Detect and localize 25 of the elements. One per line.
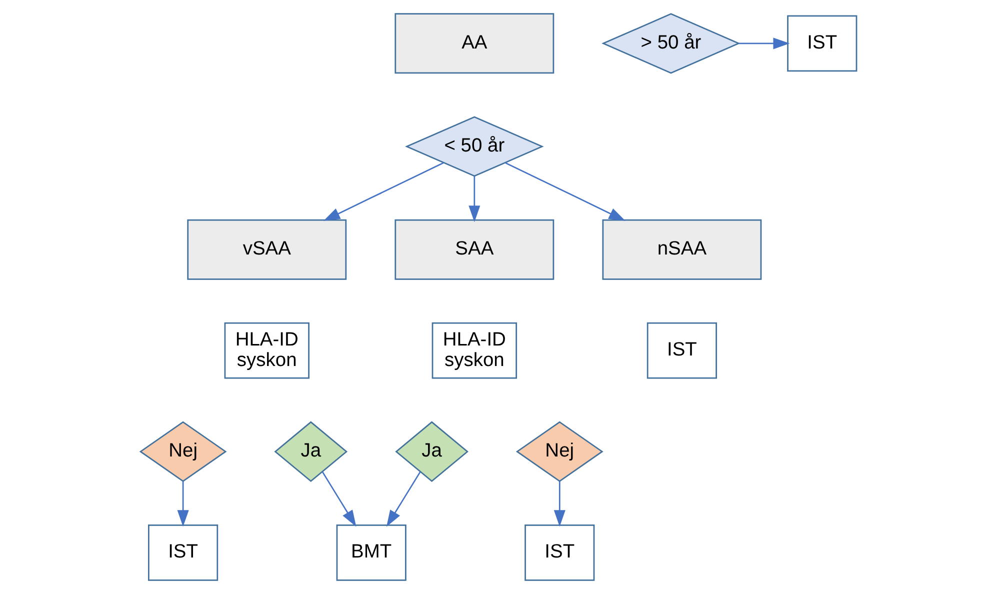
arrow <box>177 481 189 527</box>
arrow <box>505 162 626 221</box>
node-diamond: > 50 år <box>602 13 740 74</box>
node-box: HLA-ID syskon <box>224 322 310 379</box>
node-diamond: Ja <box>274 421 348 482</box>
node-box: IST <box>646 322 717 379</box>
node-box: vSAA <box>187 219 347 280</box>
arrow <box>738 38 790 50</box>
arrow <box>468 176 480 222</box>
node-box: BMT <box>336 524 406 581</box>
arrow <box>323 162 444 221</box>
node-box: IST <box>148 524 218 581</box>
node-box: nSAA <box>602 219 762 280</box>
node-diamond: Nej <box>139 421 227 482</box>
node-box: IST <box>787 15 858 72</box>
node-box: IST <box>524 524 595 581</box>
node-diamond: Ja <box>395 421 468 482</box>
arrow <box>322 472 356 527</box>
node-box: HLA-ID syskon <box>432 322 518 379</box>
arrow <box>386 472 421 527</box>
node-box: AA <box>394 13 554 74</box>
arrow <box>554 481 566 527</box>
node-diamond: Nej <box>516 421 604 482</box>
node-box: SAA <box>394 219 554 280</box>
node-diamond: < 50 år <box>405 116 544 177</box>
